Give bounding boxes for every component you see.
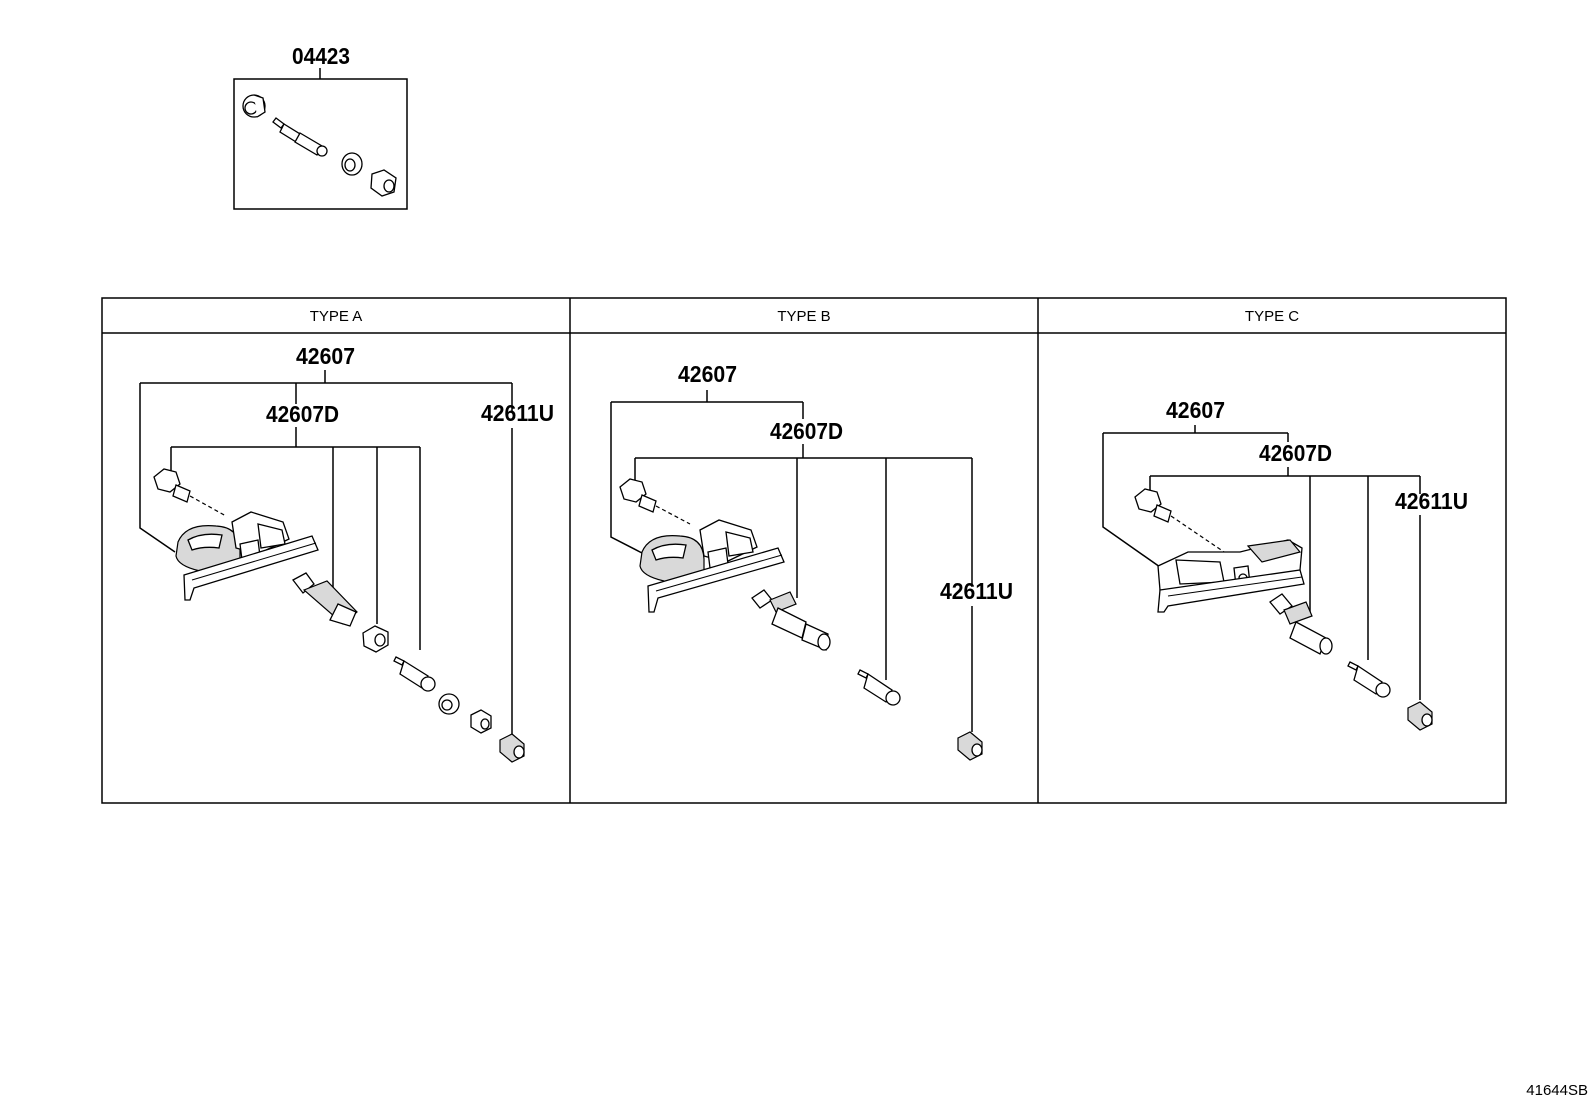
panel-type-a: 42607 42607D 42611U — [139, 343, 554, 763]
small-nut-icon — [470, 709, 492, 734]
label-42607d-c[interactable]: 42607D — [1259, 440, 1332, 466]
sensor-body-icon — [1157, 539, 1305, 613]
kit-nut-icon — [370, 169, 397, 197]
valve-core-icon — [857, 669, 901, 706]
kit-washer-icon — [341, 152, 363, 176]
label-42611u-b[interactable]: 42611U — [940, 578, 1013, 604]
label-42611u-a[interactable]: 42611U — [481, 400, 554, 426]
label-42607-a[interactable]: 42607 — [296, 343, 355, 369]
panel-title-type-b[interactable]: TYPE B — [777, 308, 830, 325]
panel-type-c: 42607 42607D 42611U — [1102, 397, 1468, 731]
panels-frame — [101, 297, 1507, 804]
valve-stem-icon — [1269, 593, 1333, 655]
screw-icon — [1134, 488, 1231, 557]
label-42607-b[interactable]: 42607 — [678, 361, 737, 387]
panel-title-type-c[interactable]: TYPE C — [1245, 308, 1299, 325]
kit-part-number[interactable]: 04423 — [292, 43, 350, 69]
diagram-code: 41644SB — [1526, 1082, 1588, 1099]
valve-core-icon — [393, 656, 436, 692]
kit-valve-stem-icon — [272, 117, 328, 157]
valve-cap-icon — [957, 731, 983, 761]
sensor-body-icon — [175, 511, 319, 601]
valve-stem-icon — [292, 572, 358, 627]
label-42607d-b[interactable]: 42607D — [770, 418, 843, 444]
kit-04423: 04423 — [233, 43, 408, 210]
valve-stem-icon — [751, 589, 831, 651]
panel-title-type-a[interactable]: TYPE A — [310, 308, 363, 325]
label-42607d-a[interactable]: 42607D — [266, 401, 339, 427]
washer-icon — [438, 693, 460, 715]
screw-icon — [153, 468, 227, 517]
label-42611u-c[interactable]: 42611U — [1395, 488, 1468, 514]
panel-type-b: 42607 42607D 42611U — [610, 361, 1013, 761]
valve-cap-icon — [1407, 701, 1433, 731]
label-42607-c[interactable]: 42607 — [1166, 397, 1225, 423]
sensor-body-icon — [639, 519, 785, 613]
valve-core-icon — [1347, 661, 1391, 698]
nut-icon — [362, 625, 389, 653]
kit-box — [233, 78, 408, 210]
kit-grommet-icon — [242, 94, 266, 118]
screw-icon — [619, 478, 691, 525]
valve-cap-icon — [499, 733, 525, 763]
